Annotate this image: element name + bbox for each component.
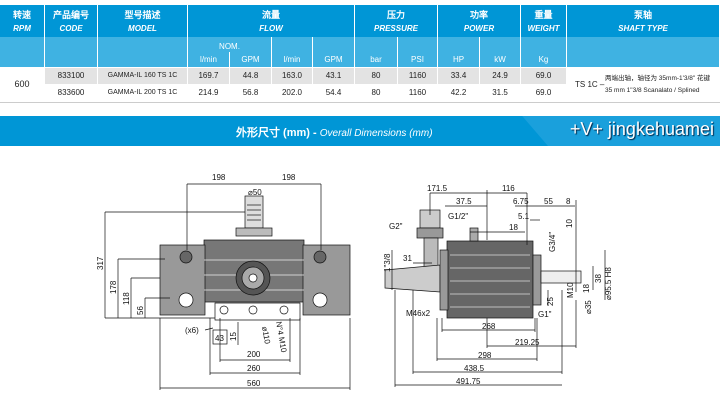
front-view-labels: 198 198 ⌀50 317 178 118 56 (x6) 43 15 ⌀1… (96, 173, 296, 388)
kw-cell: 31.5 (480, 85, 521, 101)
dim-298: 298 (478, 351, 492, 360)
dim-116: 116 (502, 184, 515, 193)
shaft-desc-en: 35 mm 1"3/8 Scanalato / Splined (605, 87, 700, 94)
dim-18-top: 18 (509, 223, 518, 232)
dim-268: 268 (482, 322, 496, 331)
dim-6-75: 6.75 (513, 197, 529, 206)
dim-491-75: 491.75 (456, 377, 481, 386)
dim-d95-5-h8: ⌀95.5 H8 (604, 267, 613, 300)
gpm-nom-cell: 44.8 (230, 68, 272, 84)
dim-d50: ⌀50 (248, 188, 262, 197)
psi-cell: 1160 (398, 85, 438, 101)
sub-psi: PSI (398, 37, 438, 67)
sub-empty (98, 37, 188, 67)
kg-cell: 69.0 (521, 85, 567, 101)
dim-d35: ⌀35 (584, 300, 593, 314)
dim-x6: (x6) (185, 326, 199, 335)
gpm-cell: 43.1 (313, 68, 355, 84)
dim-m10: M10 (566, 282, 575, 298)
dim-m46x2: M46x2 (406, 309, 431, 318)
sub-kw: kW (480, 37, 521, 67)
dim-18: 18 (582, 284, 591, 293)
sub-kg: Kg (521, 37, 567, 67)
dim-15: 15 (229, 332, 238, 341)
dim-g1-2: G1/2" (448, 212, 468, 221)
dim-198-right: 198 (282, 173, 296, 182)
sub-empty (45, 37, 98, 67)
bar-cell: 80 (355, 85, 398, 101)
rpm-cell: 600 (0, 68, 45, 101)
dim-g2: G2" (389, 222, 403, 231)
dim-d110: ⌀110 (260, 326, 272, 345)
watermark: +V+ jingkehuamei (522, 116, 720, 146)
lmin-nom-cell: 169.7 (188, 68, 230, 84)
code-cell: 833600 (45, 85, 98, 101)
model-cell: GAMMA-IL 160 TS 1C (98, 68, 188, 84)
dim-438-5: 438.5 (464, 364, 485, 373)
dim-260: 260 (247, 364, 261, 373)
dim-8: 8 (566, 197, 571, 206)
hp-cell: 42.2 (438, 85, 480, 101)
dim-200: 200 (247, 350, 261, 359)
dim-178: 178 (109, 280, 118, 294)
side-view-labels: 171.5 116 37.5 6.75 55 8 G1/2" 5.1 G2" 1… (383, 184, 613, 386)
sub-empty (0, 37, 45, 67)
sub-gpm-nom: GPM (230, 52, 272, 67)
code-cell: 833100 (45, 68, 98, 84)
lmin-cell: 163.0 (272, 68, 313, 84)
dim-55: 55 (544, 197, 553, 206)
sub-lmin: l/min (272, 37, 313, 67)
dim-10: 10 (565, 219, 574, 228)
front-view-drawing (104, 183, 351, 390)
dim-37-5: 37.5 (456, 197, 472, 206)
dim-43: 43 (215, 334, 224, 343)
dim-219-25: 219.25 (515, 338, 540, 347)
dim-25: 25 (546, 297, 555, 306)
gpm-nom-cell: 56.8 (230, 85, 272, 101)
shaft-desc-cn: 两端出轴，轴径为 35mm-1'3/8" 花键 (605, 75, 711, 82)
table-bottom-rule (0, 102, 720, 103)
dim-171-5: 171.5 (427, 184, 448, 193)
gpm-cell: 54.4 (313, 85, 355, 101)
sub-lmin-nom: l/min (188, 52, 230, 67)
dim-118: 118 (122, 292, 131, 305)
model-cell: GAMMA-IL 200 TS 1C (98, 85, 188, 101)
dim-38: 38 (594, 274, 603, 283)
side-view-drawing (384, 190, 606, 387)
lmin-nom-cell: 214.9 (188, 85, 230, 101)
dim-1-3-8: 1"3/8 (383, 253, 392, 272)
sub-bar: bar (355, 37, 398, 67)
sub-gpm: GPM (313, 37, 355, 67)
dim-g1: G1" (538, 310, 552, 319)
section-band: 外形尺寸 (mm) - Overall Dimensions (mm) +V+ … (0, 116, 720, 146)
dim-198-left: 198 (212, 173, 226, 182)
dim-g3-4: G3/4" (548, 232, 557, 252)
dim-56: 56 (136, 306, 145, 315)
psi-cell: 1160 (398, 68, 438, 84)
bar-cell: 80 (355, 68, 398, 84)
section-title: 外形尺寸 (mm) - Overall Dimensions (mm) (236, 127, 433, 139)
dim-317: 317 (96, 256, 105, 270)
hp-cell: 33.4 (438, 68, 480, 84)
kg-cell: 69.0 (521, 68, 567, 84)
dim-31: 31 (403, 254, 412, 263)
kw-cell: 24.9 (480, 68, 521, 84)
dim-5-1: 5.1 (518, 212, 530, 221)
lmin-cell: 202.0 (272, 85, 313, 101)
sub-empty (567, 37, 720, 67)
dim-560: 560 (247, 379, 261, 388)
dim-m10: N°4 M10 (274, 321, 288, 354)
sub-hp: HP (438, 37, 480, 67)
shaft-code: TS 1C – (575, 80, 605, 89)
